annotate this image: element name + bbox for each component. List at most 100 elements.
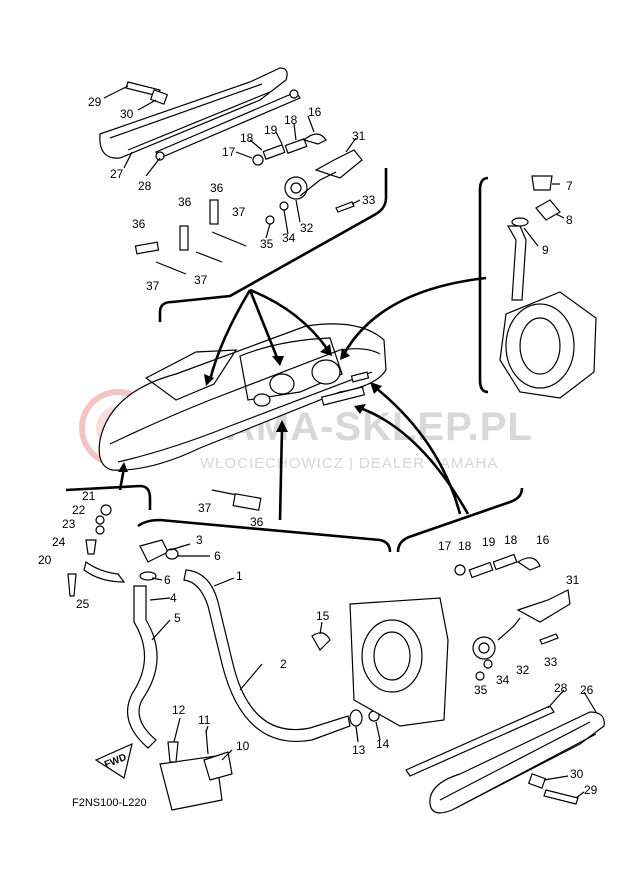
label-19: 19 [264,123,278,137]
label-4: 4 [170,591,177,605]
screw-33 [335,201,355,213]
clip-16 [302,133,327,145]
collar-24 [85,539,97,555]
clamp-6 [165,548,179,560]
leader [351,199,361,205]
callout-labels: 29 30 27 28 16 18 19 18 17 31 33 32 34 3… [38,95,598,797]
grab-rail-26-ribs [439,721,597,809]
leader [555,213,565,219]
side-rail [320,386,366,406]
lower-brackets [65,484,524,553]
leader [319,621,323,635]
bracket-10 [203,751,233,781]
clamp-19b [492,553,518,571]
nut-17b [454,564,466,576]
label-30: 30 [120,107,134,121]
bracket-20 [83,560,126,583]
leader [205,725,209,733]
hull-chine [117,371,373,463]
arrow [278,427,284,521]
leader [523,227,539,247]
label-9: 9 [542,243,549,257]
watermark-subtitle: WŁOCIECHOWICZ | DEALER YAMAHA [200,455,498,472]
pointer-arrows [118,276,487,521]
label-14: 14 [376,737,390,751]
vent-line-b [497,617,521,641]
grab-rail [99,67,288,159]
jet-pump-inner [519,317,561,375]
group-right-bracket [478,176,489,394]
hose-1-2 [183,569,351,742]
leader [151,619,171,641]
clamp-18c [468,561,494,579]
label-2: 2 [280,657,287,671]
group-filter: FWD [94,729,233,811]
label-31: 31 [566,573,580,587]
label-6: 6 [214,549,221,563]
leader [275,131,283,145]
group-middle-36 [211,489,262,511]
handlebar-area [144,349,238,401]
leader [295,199,301,223]
washer-35b [475,671,485,681]
rail-strip-28b [405,705,555,777]
leader [547,689,565,709]
arrow-head [320,344,332,356]
label-36: 36 [178,195,192,209]
leader [583,691,597,713]
label-23: 23 [62,517,76,531]
clip-15 [311,632,331,651]
label-29: 29 [88,95,102,109]
vent-line [299,171,337,197]
fitting-7 [531,175,553,191]
grommet-inner [290,182,302,194]
clamp-9 [511,217,529,227]
hull-line [109,348,381,445]
bracket-right [396,487,524,553]
clamp-13 [349,709,363,727]
group-top-bracket [158,168,388,322]
leader [265,223,271,239]
label-33: 33 [362,193,376,207]
arrow [249,288,330,351]
leader [145,157,161,177]
label-37: 37 [198,501,212,515]
nut-21 [100,504,112,516]
hose-4-5 [126,585,158,749]
jet-pump-opening [505,303,575,389]
vent-hose-31b [516,589,571,623]
label-12: 12 [172,703,186,717]
bracket-36 [134,241,160,255]
hoses [126,539,380,749]
nut-8 [535,199,561,221]
label-7: 7 [566,179,573,193]
leader [307,115,315,133]
bracket-36 [232,493,262,511]
label-24: 24 [52,535,66,549]
label-22: 22 [72,503,86,517]
leader [213,577,235,587]
arrow-head [340,348,350,360]
leader [283,209,289,235]
arrow [248,289,280,361]
leader [293,123,297,141]
bracket-36 [179,225,189,251]
elbow-3 [139,539,169,563]
arrow-head [118,462,128,472]
watercraft-body [98,323,387,471]
leader [543,775,569,781]
label-37: 37 [194,273,208,287]
leader [249,139,263,151]
label-5: 5 [174,611,181,625]
leader [239,663,263,691]
clamp-18 [262,144,286,160]
leader [375,721,381,741]
clip-16b [516,557,541,571]
leader-lines [103,85,597,799]
bolt-25 [67,573,77,597]
screw-11 [205,729,209,755]
arrow [375,386,462,515]
side-rail-end [350,371,370,383]
label-6: 6 [164,573,171,587]
label-28: 28 [554,681,568,695]
